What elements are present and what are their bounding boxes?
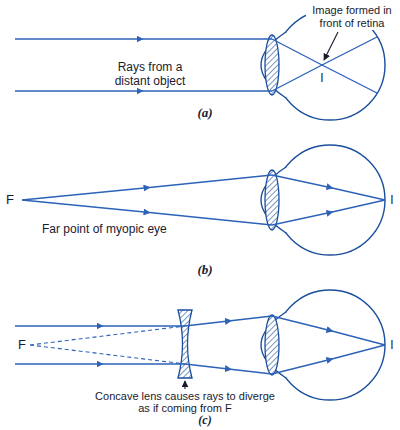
image-point: I	[317, 72, 327, 85]
panel-tag: (a)	[188, 105, 222, 120]
callout-text: Image formed in front of retina	[306, 4, 398, 30]
ray-label: Rays from a distant object	[100, 60, 200, 88]
far-point-letter: F	[15, 337, 29, 352]
panel-tag: (c)	[188, 414, 222, 427]
eye	[261, 290, 385, 400]
virtual-rays	[30, 326, 185, 364]
panel-tag: (b)	[188, 262, 222, 277]
light-rays	[15, 316, 385, 374]
image-point: I	[387, 193, 397, 207]
far-point-letter: F	[3, 192, 17, 207]
leader-arrow	[184, 381, 185, 389]
far-point-label: Far point of myopic eye	[42, 222, 192, 236]
light-rays	[15, 37, 377, 93]
eye	[261, 145, 385, 255]
image-point: I	[387, 338, 397, 352]
light-rays	[22, 175, 385, 225]
concave-lens	[178, 310, 192, 378]
lens-caption: Concave lens causes rays to diverge as i…	[88, 390, 282, 414]
leader-arrow	[324, 32, 338, 60]
